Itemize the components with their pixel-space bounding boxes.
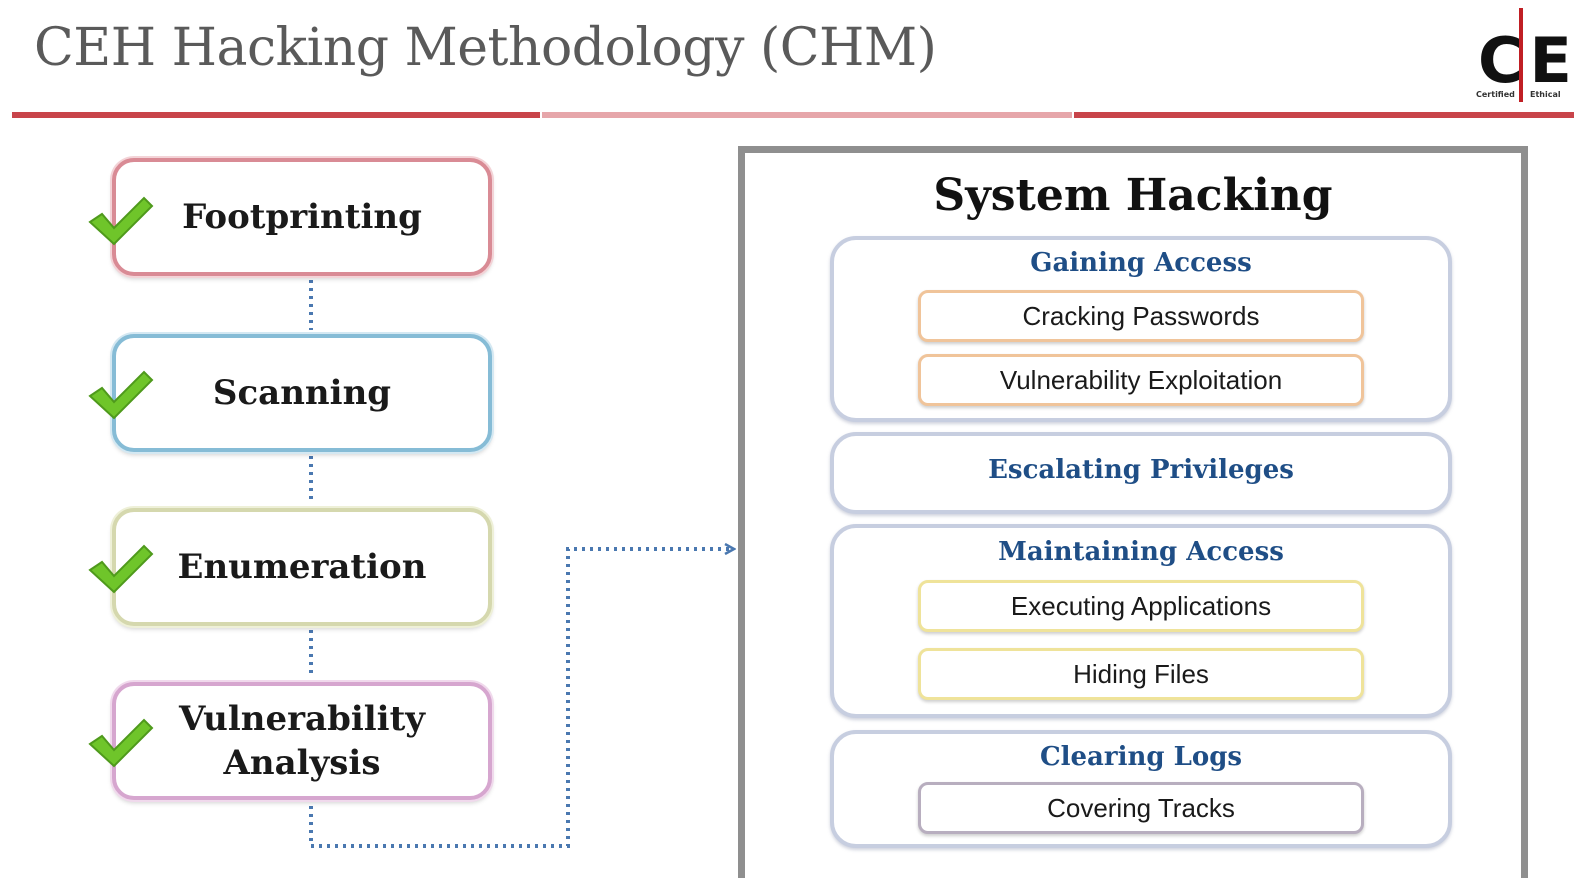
group-title-gaining-access: Gaining Access: [1030, 248, 1252, 278]
check-icon: [88, 544, 154, 594]
logo-sub-certified: Certified: [1476, 90, 1515, 99]
group-title-escalating-privileges: Escalating Privileges: [988, 455, 1294, 485]
header-divider: [12, 112, 1574, 118]
system-hacking-title: System Hacking: [933, 170, 1333, 221]
group-escalating-privileges: [830, 432, 1452, 514]
logo-sub-ethical: Ethical: [1530, 90, 1561, 99]
group-title-maintaining-access: Maintaining Access: [998, 537, 1284, 567]
page-title: CEH Hacking Methodology (CHM): [34, 18, 937, 78]
check-icon: [88, 718, 154, 768]
logo-letters: CE: [1478, 24, 1574, 97]
item-cracking-passwords: Cracking Passwords: [918, 290, 1364, 342]
check-icon: [88, 196, 154, 246]
step-scanning: Scanning: [112, 334, 492, 452]
item-hiding-files: Hiding Files: [918, 648, 1364, 700]
item-executing-applications: Executing Applications: [918, 580, 1364, 632]
link-to-system-hacking: [309, 549, 733, 848]
step-vulnerability-analysis: Vulnerability Analysis: [112, 682, 492, 800]
check-icon: [88, 370, 154, 420]
item-vulnerability-exploitation: Vulnerability Exploitation: [918, 354, 1364, 406]
group-title-clearing-logs: Clearing Logs: [1039, 742, 1243, 772]
step-enumeration: Enumeration: [112, 508, 492, 626]
logo-divider: [1519, 8, 1523, 102]
item-covering-tracks: Covering Tracks: [918, 782, 1364, 834]
ceh-logo: CE Certified Ethical: [1474, 8, 1574, 103]
step-footprinting: Footprinting: [112, 158, 492, 276]
